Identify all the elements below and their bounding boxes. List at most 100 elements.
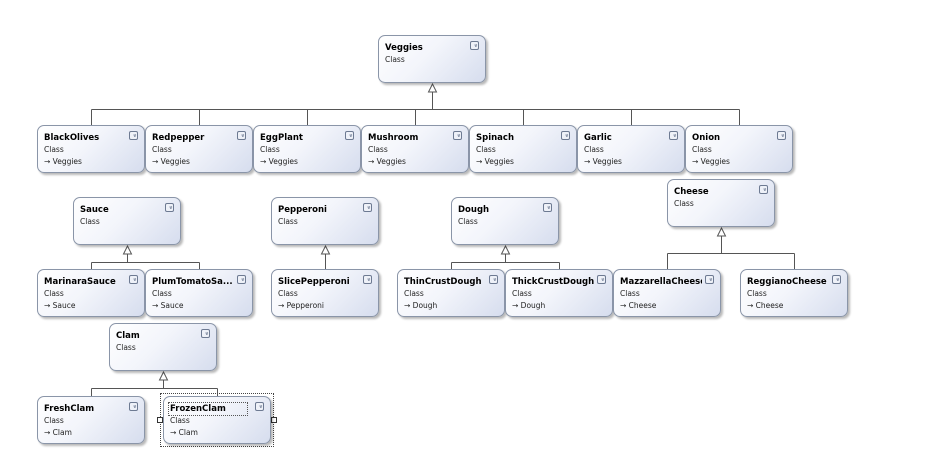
class-name[interactable]: Dough — [458, 205, 490, 215]
class-kind: Class — [458, 217, 478, 226]
class-base-type: → Veggies — [260, 157, 298, 166]
class-kind: Class — [152, 145, 172, 154]
class-name[interactable]: Pepperoni — [278, 205, 327, 215]
class-name[interactable]: ReggianoCheese — [747, 277, 827, 287]
class-kind: Class — [260, 145, 280, 154]
class-name[interactable]: MarinaraSauce — [44, 277, 116, 287]
class-name[interactable]: Garlic — [584, 133, 612, 143]
expand-chevron-icon[interactable]: » — [705, 275, 714, 284]
class-base-type: → Veggies — [368, 157, 406, 166]
generalization-arrow-veggies — [427, 82, 438, 93]
class-name[interactable]: SlicePepperoni — [278, 277, 350, 287]
class-name[interactable]: Mushroom — [368, 133, 419, 143]
expand-chevron-icon[interactable]: » — [165, 203, 174, 212]
class-kind: Class — [747, 289, 767, 298]
class-base-type: → Veggies — [44, 157, 82, 166]
expand-chevron-icon[interactable]: » — [237, 275, 246, 284]
expand-chevron-icon[interactable]: » — [255, 402, 264, 411]
class-name[interactable]: Spinach — [476, 133, 514, 143]
class-base-type: → Veggies — [692, 157, 730, 166]
class-base-type: → Pepperoni — [278, 301, 325, 310]
expand-chevron-icon[interactable]: » — [669, 131, 678, 140]
class-name[interactable]: Clam — [116, 331, 140, 341]
expand-chevron-icon[interactable]: » — [561, 131, 570, 140]
expand-chevron-icon[interactable]: » — [201, 329, 210, 338]
expand-chevron-icon[interactable]: » — [489, 275, 498, 284]
resize-handle-left[interactable] — [157, 417, 163, 423]
expand-chevron-icon[interactable]: » — [363, 275, 372, 284]
class-name[interactable]: Sauce — [80, 205, 109, 215]
class-kind: Class — [368, 145, 388, 154]
class-name[interactable]: EggPlant — [260, 133, 303, 143]
class-name[interactable]: Onion — [692, 133, 721, 143]
class-kind: Class — [674, 199, 694, 208]
class-name[interactable]: BlackOlives — [44, 133, 100, 143]
class-base-type: → Sauce — [44, 301, 76, 310]
expand-chevron-icon[interactable]: » — [543, 203, 552, 212]
expand-chevron-icon[interactable]: » — [363, 203, 372, 212]
generalization-arrow-pepperoni — [320, 244, 331, 255]
class-name[interactable]: FrozenClam — [168, 402, 248, 416]
expand-chevron-icon[interactable]: » — [470, 41, 479, 50]
expand-chevron-icon[interactable]: » — [777, 131, 786, 140]
class-kind: Class — [584, 145, 604, 154]
class-name[interactable]: FreshClam — [44, 404, 95, 414]
class-name[interactable]: ThickCrustDough — [512, 277, 594, 287]
class-kind: Class — [278, 289, 298, 298]
generalization-arrow-sauce — [122, 244, 133, 255]
class-base-type: → Cheese — [620, 301, 657, 310]
generalization-arrow-dough — [500, 244, 511, 255]
class-name[interactable]: PlumTomatoSa... — [152, 277, 233, 287]
class-base-type: → Veggies — [584, 157, 622, 166]
resize-handle-right[interactable] — [271, 417, 277, 423]
expand-chevron-icon[interactable]: » — [453, 131, 462, 140]
expand-chevron-icon[interactable]: » — [832, 275, 841, 284]
class-kind: Class — [620, 289, 640, 298]
class-kind: Class — [116, 343, 136, 352]
class-base-type: → Sauce — [152, 301, 184, 310]
expand-chevron-icon[interactable]: » — [129, 402, 138, 411]
class-name[interactable]: Cheese — [674, 187, 709, 197]
class-kind: Class — [692, 145, 712, 154]
class-name[interactable]: Veggies — [385, 43, 423, 53]
class-base-type: → Dough — [404, 301, 438, 310]
class-base-type: → Clam — [170, 428, 198, 437]
class-name[interactable]: ThinCrustDough — [404, 277, 482, 287]
expand-chevron-icon[interactable]: » — [597, 275, 606, 284]
expand-chevron-icon[interactable]: » — [129, 275, 138, 284]
class-box-plum-tomato-sauce[interactable]: PlumTomatoSa...Class→ Sauce» — [145, 269, 253, 317]
class-kind: Class — [80, 217, 100, 226]
expand-chevron-icon[interactable]: » — [759, 185, 768, 194]
class-name[interactable]: MazzarellaCheese — [620, 277, 702, 287]
class-name[interactable]: Redpepper — [152, 133, 205, 143]
class-kind: Class — [404, 289, 424, 298]
class-kind: Class — [44, 145, 64, 154]
generalization-arrow-cheese — [716, 226, 727, 237]
expand-chevron-icon[interactable]: » — [237, 131, 246, 140]
expand-chevron-icon[interactable]: » — [345, 131, 354, 140]
generalization-arrow-clam — [158, 370, 169, 381]
expand-chevron-icon[interactable]: » — [129, 131, 138, 140]
